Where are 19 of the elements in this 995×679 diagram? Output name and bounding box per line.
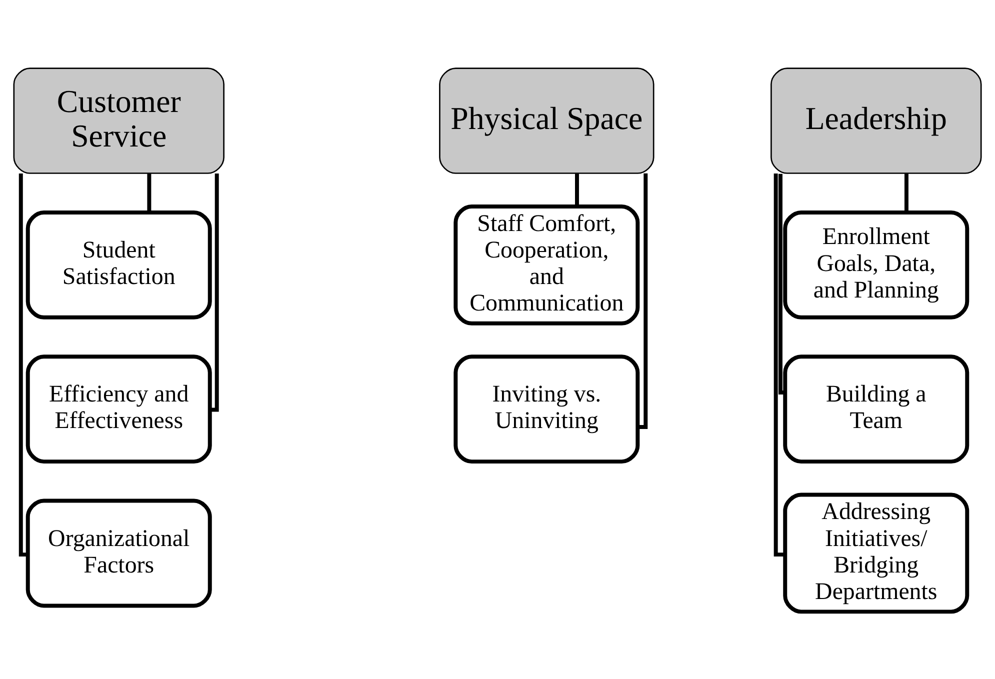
connector [904, 173, 908, 212]
node-box: Building a Team [783, 354, 970, 464]
node-box: Student Satisfaction [26, 210, 212, 319]
connector [638, 172, 648, 429]
connector [210, 172, 219, 412]
node-box: Inviting vs. Uninviting [454, 354, 640, 464]
node-box: Customer Service [13, 67, 224, 174]
node-box: Staff Comfort, Cooperation, and Communication [454, 204, 640, 325]
node-box: Leadership [770, 67, 982, 174]
connector [774, 173, 786, 556]
connector [778, 173, 786, 394]
connector [575, 173, 579, 206]
node-box: Enrollment Goals, Data, and Planning [783, 210, 970, 319]
node-box: Organizational Factors [26, 498, 212, 608]
connector [18, 173, 28, 556]
connector [147, 173, 152, 212]
node-box: Efficiency and Effectiveness [26, 354, 212, 464]
node-box: Addressing Initiatives/ Bridging Departments [783, 492, 970, 614]
node-box: Physical Space [439, 67, 654, 174]
